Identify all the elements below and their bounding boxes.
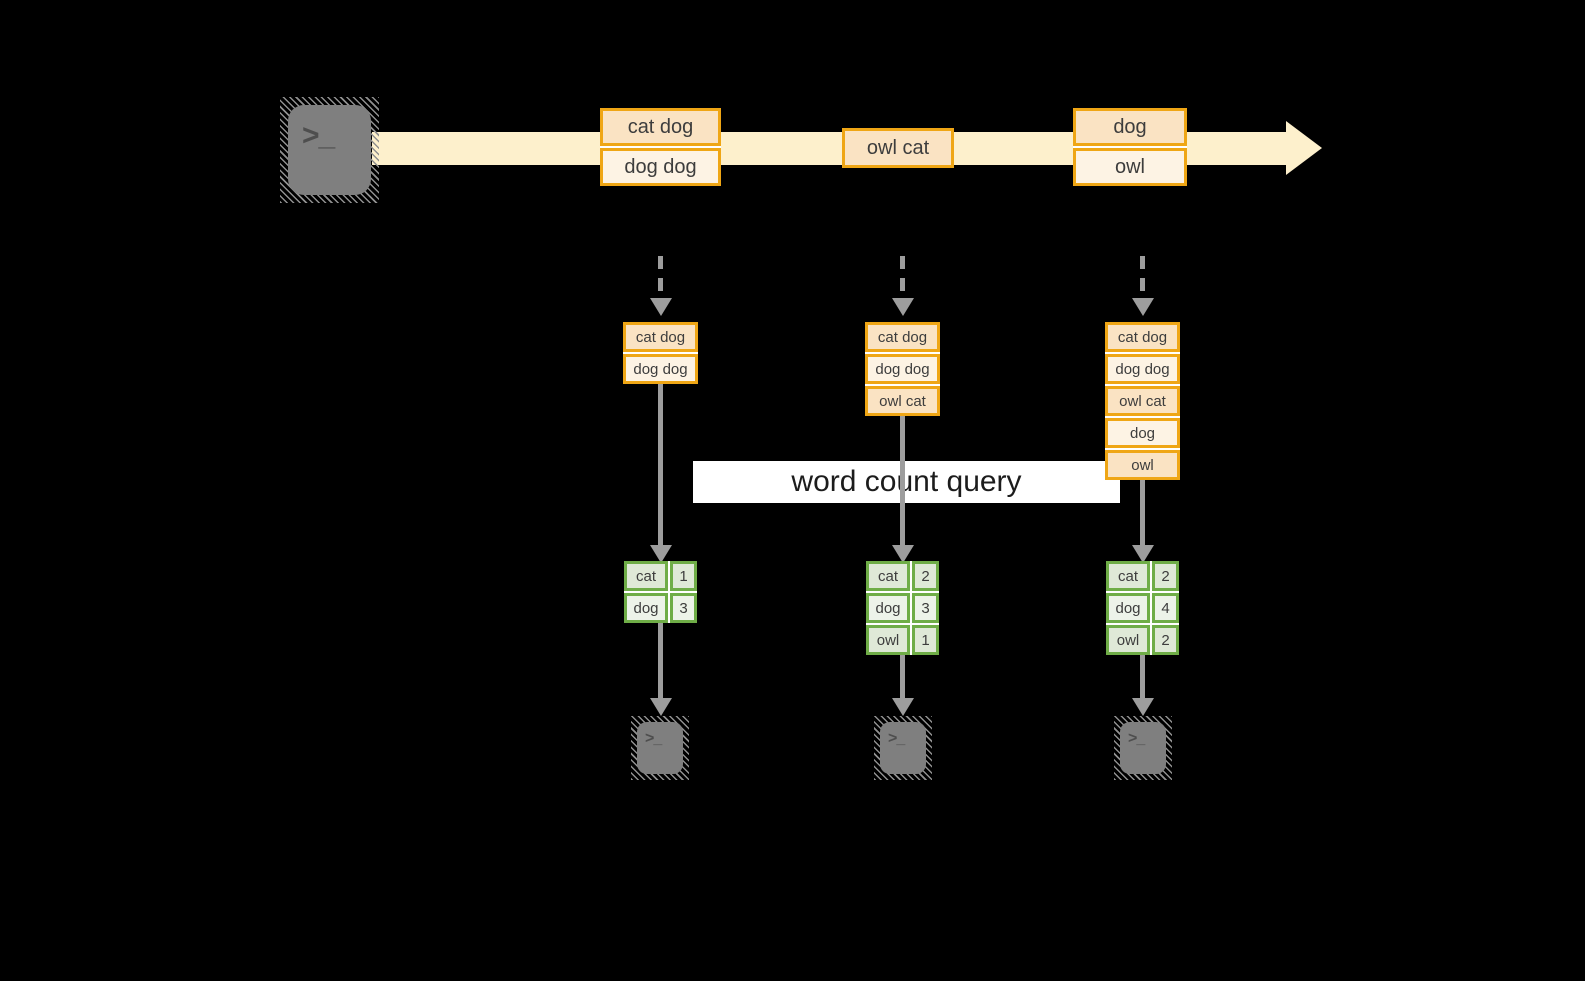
count-word: owl [866,625,910,655]
arrow-line [900,416,905,545]
dashed-arrow-line [1140,256,1145,298]
buffer-record: cat dog [623,322,698,352]
terminal-prompt-glyph: >_ [1128,730,1145,747]
stream-record: owl [1073,148,1187,186]
buffer-stack-1: cat dog dog dog [623,322,698,384]
buffer-record: cat dog [1105,322,1180,352]
consumer-terminal-icon-2: >_ [874,716,932,780]
terminal-prompt-glyph: >_ [888,730,905,747]
stream-arrowhead-icon [1286,121,1322,175]
terminal-screen: >_ [1120,722,1166,774]
arrow-head-icon [1132,698,1154,716]
count-value: 2 [1152,561,1179,591]
count-value: 1 [670,561,697,591]
count-table-2: cat 2 dog 3 owl 1 [866,561,939,655]
buffer-record: dog dog [865,354,940,384]
count-word: owl [1106,625,1150,655]
arrow-head-icon [1132,298,1154,316]
count-word: cat [866,561,910,591]
count-table-1: cat 1 dog 3 [624,561,697,623]
count-word: dog [1106,593,1150,623]
arrow-line [900,655,905,698]
arrow-head-icon [650,298,672,316]
count-table-3: cat 2 dog 4 owl 2 [1106,561,1179,655]
stream-message-3: dog owl [1073,108,1187,186]
buffer-record: dog [1105,418,1180,448]
arrow-head-icon [1132,545,1154,563]
arrow-line [658,623,663,698]
buffer-stack-3: cat dog dog dog owl cat dog owl [1105,322,1180,480]
count-word: cat [624,561,668,591]
count-value: 4 [1152,593,1179,623]
stream-record: owl cat [842,128,954,168]
buffer-record: dog dog [1105,354,1180,384]
arrow-head-icon [892,698,914,716]
terminal-screen: >_ [288,105,371,195]
count-word: cat [1106,561,1150,591]
arrow-head-icon [650,545,672,563]
stream-message-2: owl cat [842,128,954,168]
buffer-record: cat dog [865,322,940,352]
stream-record: dog dog [600,148,721,186]
buffer-record: dog dog [623,354,698,384]
producer-terminal-icon: >_ [280,97,379,203]
count-value: 3 [912,593,939,623]
stream-record: cat dog [600,108,721,146]
count-value: 1 [912,625,939,655]
stream-message-1: cat dog dog dog [600,108,721,186]
count-word: dog [624,593,668,623]
count-value: 2 [1152,625,1179,655]
arrow-head-icon [892,545,914,563]
buffer-stack-2: cat dog dog dog owl cat [865,322,940,416]
dashed-arrow-line [658,256,663,298]
arrow-head-icon [650,698,672,716]
terminal-screen: >_ [880,722,926,774]
arrow-line [1140,655,1145,698]
arrow-line [658,384,663,545]
arrow-line [1140,480,1145,545]
buffer-record: owl cat [1105,386,1180,416]
terminal-screen: >_ [637,722,683,774]
consumer-terminal-icon-3: >_ [1114,716,1172,780]
count-value: 3 [670,593,697,623]
stream-record: dog [1073,108,1187,146]
terminal-prompt-glyph: >_ [302,119,335,152]
buffer-record: owl cat [865,386,940,416]
count-word: dog [866,593,910,623]
buffer-record: owl [1105,450,1180,480]
count-value: 2 [912,561,939,591]
terminal-prompt-glyph: >_ [645,730,662,747]
query-label: word count query [693,461,1120,503]
dashed-arrow-line [900,256,905,298]
arrow-head-icon [892,298,914,316]
consumer-terminal-icon-1: >_ [631,716,689,780]
